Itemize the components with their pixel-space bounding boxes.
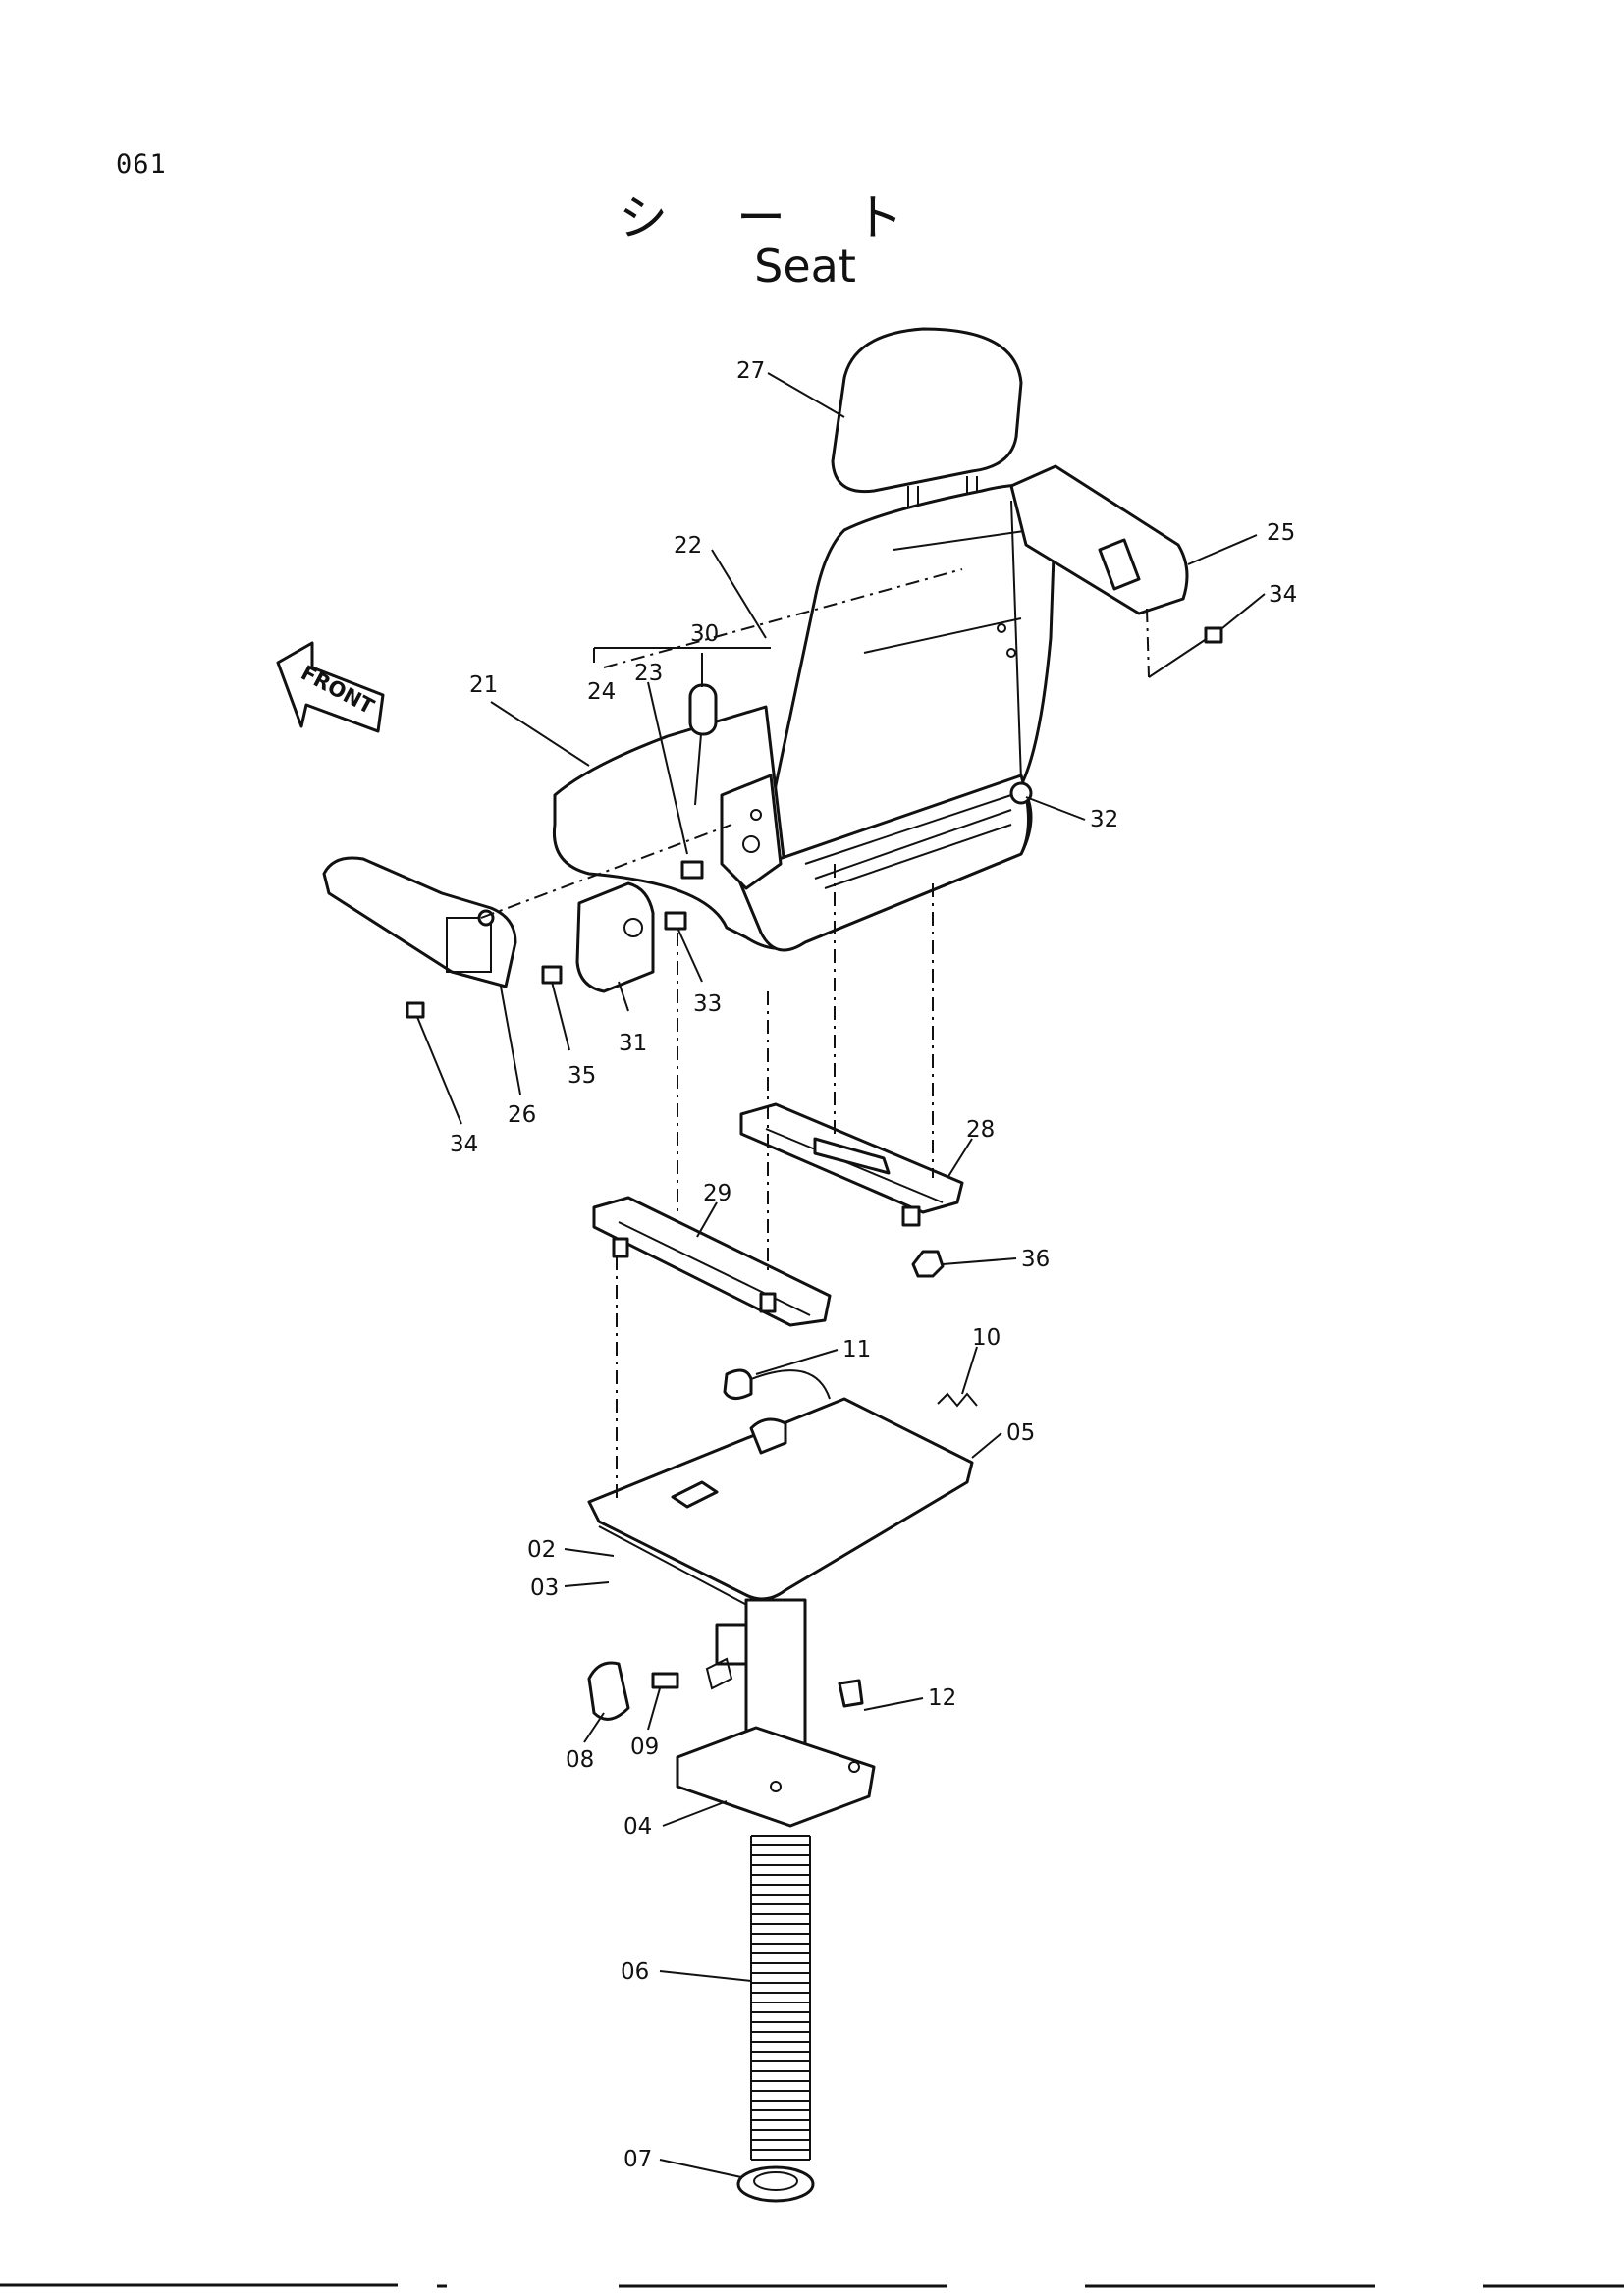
callout-05: 05 <box>1006 1420 1035 1446</box>
callout-34b: 34 <box>450 1132 478 1157</box>
side-cover <box>575 881 655 993</box>
recline-lever <box>688 683 783 890</box>
callout-04: 04 <box>623 1814 652 1840</box>
callout-28: 28 <box>966 1117 995 1143</box>
front-arrow-icon: FRONT <box>276 641 385 733</box>
callout-21: 21 <box>469 672 498 698</box>
callout-33: 33 <box>693 991 722 1017</box>
slide-rail-left <box>592 1196 832 1327</box>
callout-23: 23 <box>634 661 663 686</box>
slide-rail-right <box>739 1102 964 1278</box>
base-plate <box>587 1368 978 1611</box>
page-code: 061 <box>116 149 167 180</box>
callout-31: 31 <box>619 1031 647 1056</box>
backrest <box>769 483 1057 876</box>
footer-rule <box>0 2283 1624 2288</box>
callout-12: 12 <box>928 1685 956 1711</box>
height-column <box>587 1598 876 1828</box>
leader-lines <box>416 372 1266 2178</box>
callout-34: 34 <box>1269 582 1297 608</box>
callout-27: 27 <box>736 358 765 384</box>
callout-10: 10 <box>972 1325 1001 1351</box>
left-armrest <box>322 856 517 988</box>
page-title-japanese: シート <box>619 189 972 246</box>
callout-08: 08 <box>566 1747 594 1773</box>
callout-26: 26 <box>508 1102 536 1128</box>
callout-22: 22 <box>674 533 702 559</box>
retaining-ring <box>736 2165 815 2203</box>
callout-09: 09 <box>630 1735 659 1760</box>
callout-03: 03 <box>530 1575 559 1601</box>
callout-02: 02 <box>527 1537 556 1563</box>
callout-30: 30 <box>690 621 719 647</box>
callout-24: 24 <box>587 679 616 705</box>
right-armrest <box>1009 464 1209 678</box>
callout-25: 25 <box>1267 520 1295 546</box>
callout-07: 07 <box>623 2147 652 2172</box>
callout-35: 35 <box>568 1063 596 1089</box>
assembly-lines <box>480 568 963 1502</box>
callout-32: 32 <box>1090 807 1118 832</box>
callout-labels: 27 25 34 22 30 23 24 21 32 33 31 35 26 3… <box>450 358 1297 2172</box>
callout-29: 29 <box>703 1181 731 1206</box>
page-title: Seat <box>754 240 856 293</box>
callout-36: 36 <box>1021 1247 1050 1272</box>
callout-06: 06 <box>621 1959 649 1985</box>
callout-11: 11 <box>842 1337 871 1362</box>
suspension-spring <box>750 1835 811 2161</box>
fasteners <box>406 626 1223 1019</box>
